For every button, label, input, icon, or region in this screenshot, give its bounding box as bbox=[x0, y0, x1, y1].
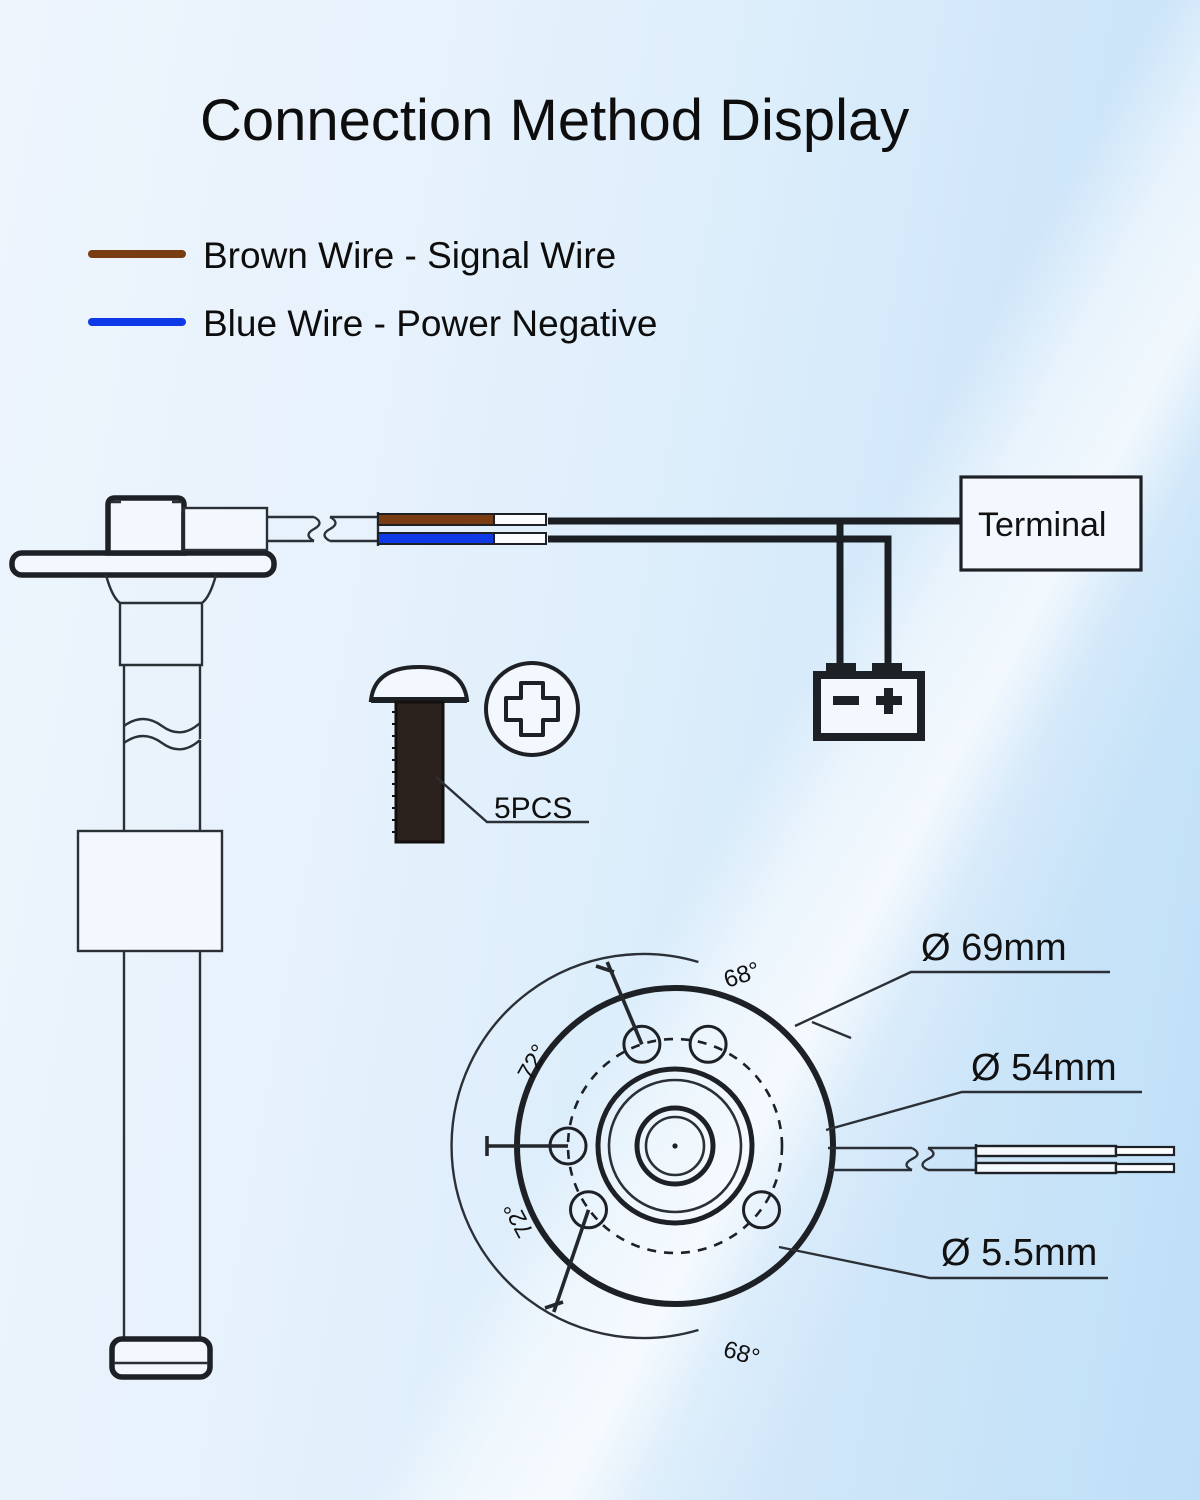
angle-label-top-right: 68° bbox=[721, 957, 764, 994]
brown-conductor-stripped-tip bbox=[493, 513, 547, 526]
probe-stem-break-1 bbox=[123, 717, 201, 734]
probe-stem-break-2 bbox=[123, 734, 201, 751]
bolt-circle-dashed bbox=[566, 1037, 784, 1255]
flange-conductor-lower bbox=[974, 1161, 1118, 1175]
probe-cable-sheath-left bbox=[267, 515, 314, 543]
legend-row-brown: Brown Wire - Signal Wire bbox=[88, 235, 616, 276]
dim-label-outer-diameter: Ø 69mm bbox=[921, 927, 1067, 969]
terminal-label: Terminal bbox=[978, 506, 1106, 544]
legend-label-brown: Brown Wire - Signal Wire bbox=[203, 235, 616, 276]
screw-threads bbox=[392, 711, 396, 833]
flange-outer-arc bbox=[450, 952, 699, 1340]
terminal-box: Terminal bbox=[959, 475, 1143, 572]
dim54-leader bbox=[825, 1090, 1142, 1132]
flange-boss-outer bbox=[595, 1066, 755, 1226]
probe-stem-lower bbox=[122, 951, 202, 1341]
probe-cable-sheath-right bbox=[330, 515, 378, 543]
terminal-box-outline bbox=[959, 475, 1143, 572]
fuel-level-sender-probe bbox=[9, 495, 547, 1380]
angle-arrow-top bbox=[595, 964, 615, 974]
probe-float bbox=[76, 829, 224, 953]
phillips-cross-icon bbox=[504, 681, 560, 737]
flange-cable-sheath-right bbox=[928, 1146, 976, 1172]
screw-quantity-label: 5PCS bbox=[494, 792, 572, 825]
dim55-leader bbox=[778, 1245, 1108, 1280]
mounting-hole-top-right bbox=[688, 1024, 728, 1064]
flange-top-view: 68° 72° 72° 68° Ø 69mm Ø 54mm Ø 5.5mm bbox=[450, 927, 1176, 1372]
phillips-head-top-view bbox=[484, 661, 580, 757]
probe-end-cap bbox=[109, 1336, 213, 1380]
flange-conductor-upper bbox=[974, 1144, 1118, 1158]
dim-label-bolt-circle-diameter: Ø 54mm bbox=[971, 1047, 1117, 1089]
probe-hub bbox=[104, 574, 218, 667]
probe-stem-upper bbox=[122, 665, 202, 743]
angle-tick-bottom bbox=[552, 1209, 591, 1313]
cable-break-symbol-1b bbox=[323, 515, 337, 543]
mounting-hole-right bbox=[742, 1190, 781, 1230]
mounting-hole-bottom-left bbox=[569, 1190, 608, 1230]
probe-flange-plate bbox=[9, 550, 277, 578]
probe-stem-middle bbox=[122, 740, 202, 831]
probe-connector-housing bbox=[105, 495, 187, 556]
legend: Brown Wire - Signal Wire Blue Wire - Pow… bbox=[88, 235, 657, 344]
brown-conductor bbox=[377, 513, 495, 526]
flange-bore-inner bbox=[644, 1115, 706, 1177]
flange-cable bbox=[828, 1144, 1176, 1175]
mounting-screw-group: 5PCS bbox=[368, 661, 589, 844]
wiring-harness: Terminal bbox=[548, 475, 1143, 741]
flange-boss-inner bbox=[607, 1078, 743, 1214]
cable-break-symbol-1a bbox=[307, 515, 321, 543]
dim-label-hole-diameter: Ø 5.5mm bbox=[941, 1232, 1097, 1274]
angle-label-upper-left: 72° bbox=[513, 1040, 554, 1085]
battery bbox=[813, 663, 925, 741]
flange-center-point bbox=[672, 1143, 678, 1149]
blue-conductor-stripped-tip bbox=[493, 532, 547, 545]
battery-body bbox=[813, 671, 925, 741]
legend-label-blue: Blue Wire - Power Negative bbox=[203, 303, 657, 344]
page-title: Connection Method Display bbox=[200, 88, 909, 153]
flange-conductor-upper-tip bbox=[1114, 1145, 1176, 1157]
angle-label-bottom-right: 68° bbox=[720, 1336, 762, 1372]
screw-head bbox=[368, 664, 470, 702]
flange-cable-sheath-left bbox=[828, 1146, 912, 1172]
probe-connector-extension bbox=[182, 506, 269, 552]
dim69-tick bbox=[811, 1020, 852, 1040]
battery-minus-icon bbox=[833, 696, 859, 705]
flange-cable-break-a bbox=[905, 1146, 919, 1172]
flange-bore-outer bbox=[634, 1105, 716, 1187]
legend-row-blue: Blue Wire - Power Negative bbox=[88, 303, 657, 344]
negative-lead-to-battery bbox=[548, 535, 892, 669]
blue-conductor bbox=[377, 532, 495, 545]
mounting-hole-top-left bbox=[622, 1024, 662, 1064]
angle-tick-top bbox=[605, 961, 644, 1045]
battery-plus-icon bbox=[876, 688, 902, 714]
angle-label-lower-left: 72° bbox=[498, 1197, 539, 1242]
angle-arrow-bottom bbox=[544, 1300, 564, 1310]
dim69-leader bbox=[794, 970, 1110, 1028]
flange-conductor-lower-tip bbox=[1114, 1162, 1176, 1174]
screw-shaft bbox=[394, 700, 445, 844]
flange-cable-break-b bbox=[921, 1146, 935, 1172]
screw-quantity-leader bbox=[435, 776, 588, 824]
